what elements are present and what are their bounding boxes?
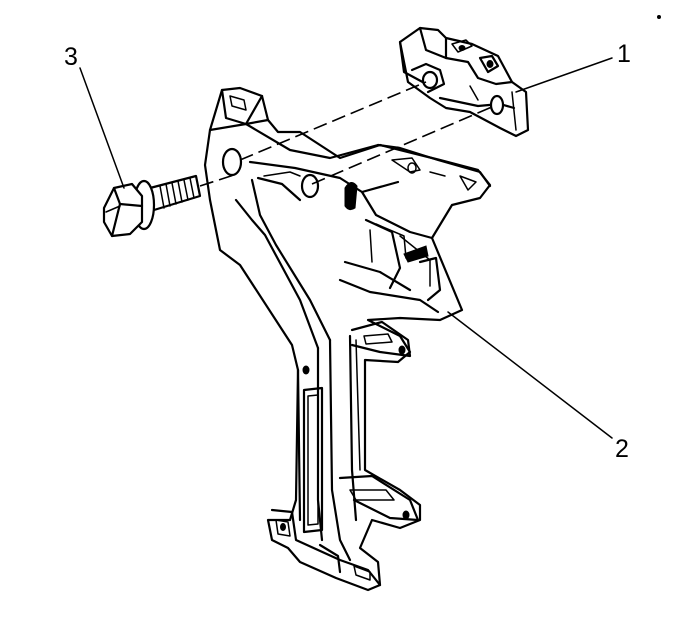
callout-label-1: 1 bbox=[617, 40, 631, 68]
leader-line-1 bbox=[515, 57, 613, 93]
flange-bolt-part-3 bbox=[102, 174, 202, 238]
lower-alignment-line bbox=[311, 105, 495, 185]
callout-label-3: 3 bbox=[64, 43, 78, 71]
leader-lines bbox=[79, 57, 613, 439]
leader-line-3 bbox=[79, 67, 125, 189]
leader-line-2 bbox=[447, 311, 613, 439]
bolt-alignment-line bbox=[199, 174, 235, 187]
upper-alignment-line bbox=[239, 81, 427, 161]
speck-dot bbox=[657, 15, 661, 19]
alignment-lines bbox=[199, 81, 495, 187]
bolt-threads bbox=[159, 177, 195, 209]
callout-label-2: 2 bbox=[615, 435, 629, 463]
bracket-part-1 bbox=[398, 26, 530, 138]
bracket-part-2 bbox=[203, 86, 492, 592]
